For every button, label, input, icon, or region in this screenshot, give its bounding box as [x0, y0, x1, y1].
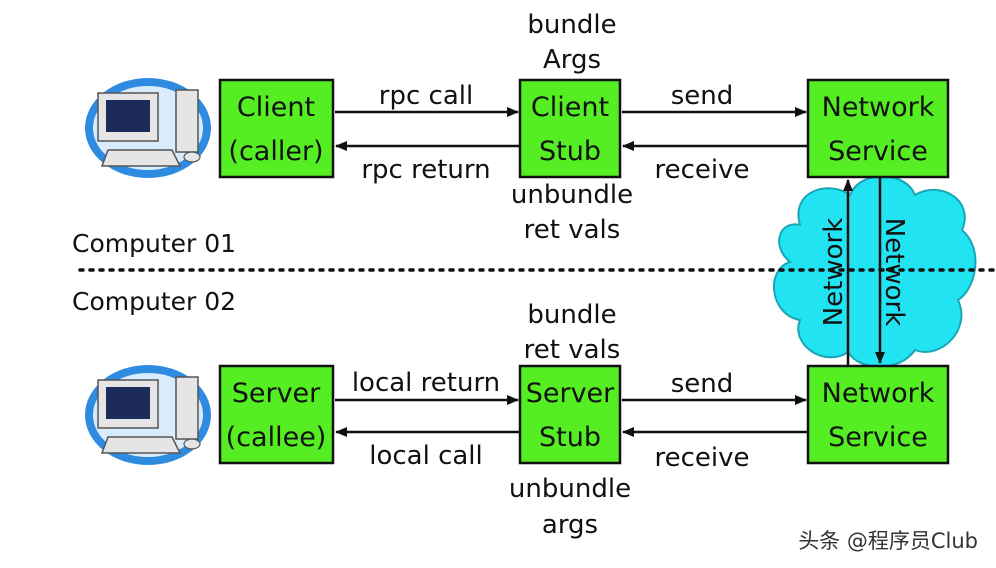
local-call-label: local call [369, 441, 483, 471]
computer-icon-top [85, 78, 211, 178]
client-stub-line1: Client [531, 92, 609, 123]
server-stub-line2: Stub [539, 422, 601, 453]
client-stub-below-2: ret vals [524, 215, 621, 245]
client-box-line1: Client [237, 92, 315, 123]
network-service-top-line2: Service [828, 136, 928, 167]
computer-icon-bottom [85, 365, 211, 465]
server-stub-line1: Server [526, 378, 615, 409]
server-box [218, 364, 335, 465]
server-stub-below-1: unbundle [509, 474, 631, 504]
network-service-bottom-line1: Network [822, 378, 935, 409]
network-service-top-box [806, 78, 950, 179]
client-stub-line2: Stub [539, 136, 601, 167]
client-box-line2: (caller) [228, 136, 323, 167]
network-right-label: Network [879, 218, 909, 327]
local-return-label: local return [352, 368, 500, 398]
network-service-bottom-line2: Service [828, 422, 928, 453]
server-stub-below-2: args [542, 510, 598, 540]
server-stub-box [518, 364, 622, 465]
server-box-line2: (callee) [226, 422, 327, 453]
client-stub-below-1: unbundle [511, 180, 633, 210]
rpc-call-label: rpc call [379, 81, 473, 111]
computer-02-label: Computer 02 [72, 287, 236, 316]
client-box [218, 78, 335, 179]
client-stub-box [518, 78, 622, 179]
receive-top-label: receive [654, 155, 749, 185]
server-box-line1: Server [232, 378, 321, 409]
network-cloud [773, 175, 977, 368]
send-bottom-label: send [671, 369, 734, 399]
network-left-label: Network [819, 218, 849, 327]
send-top-label: send [671, 81, 734, 111]
receive-bottom-label: receive [654, 443, 749, 473]
rpc-return-label: rpc return [361, 155, 490, 185]
server-stub-above-1: bundle [527, 300, 616, 330]
network-service-top-line1: Network [822, 92, 935, 123]
client-stub-above-1: bundle [527, 10, 616, 40]
client-stub-above-2: Args [543, 45, 601, 75]
computer-01-label: Computer 01 [72, 229, 236, 258]
network-service-bottom-box [806, 364, 950, 465]
server-stub-above-2: ret vals [524, 335, 621, 365]
watermark: 头条 @程序员Club [798, 529, 978, 553]
